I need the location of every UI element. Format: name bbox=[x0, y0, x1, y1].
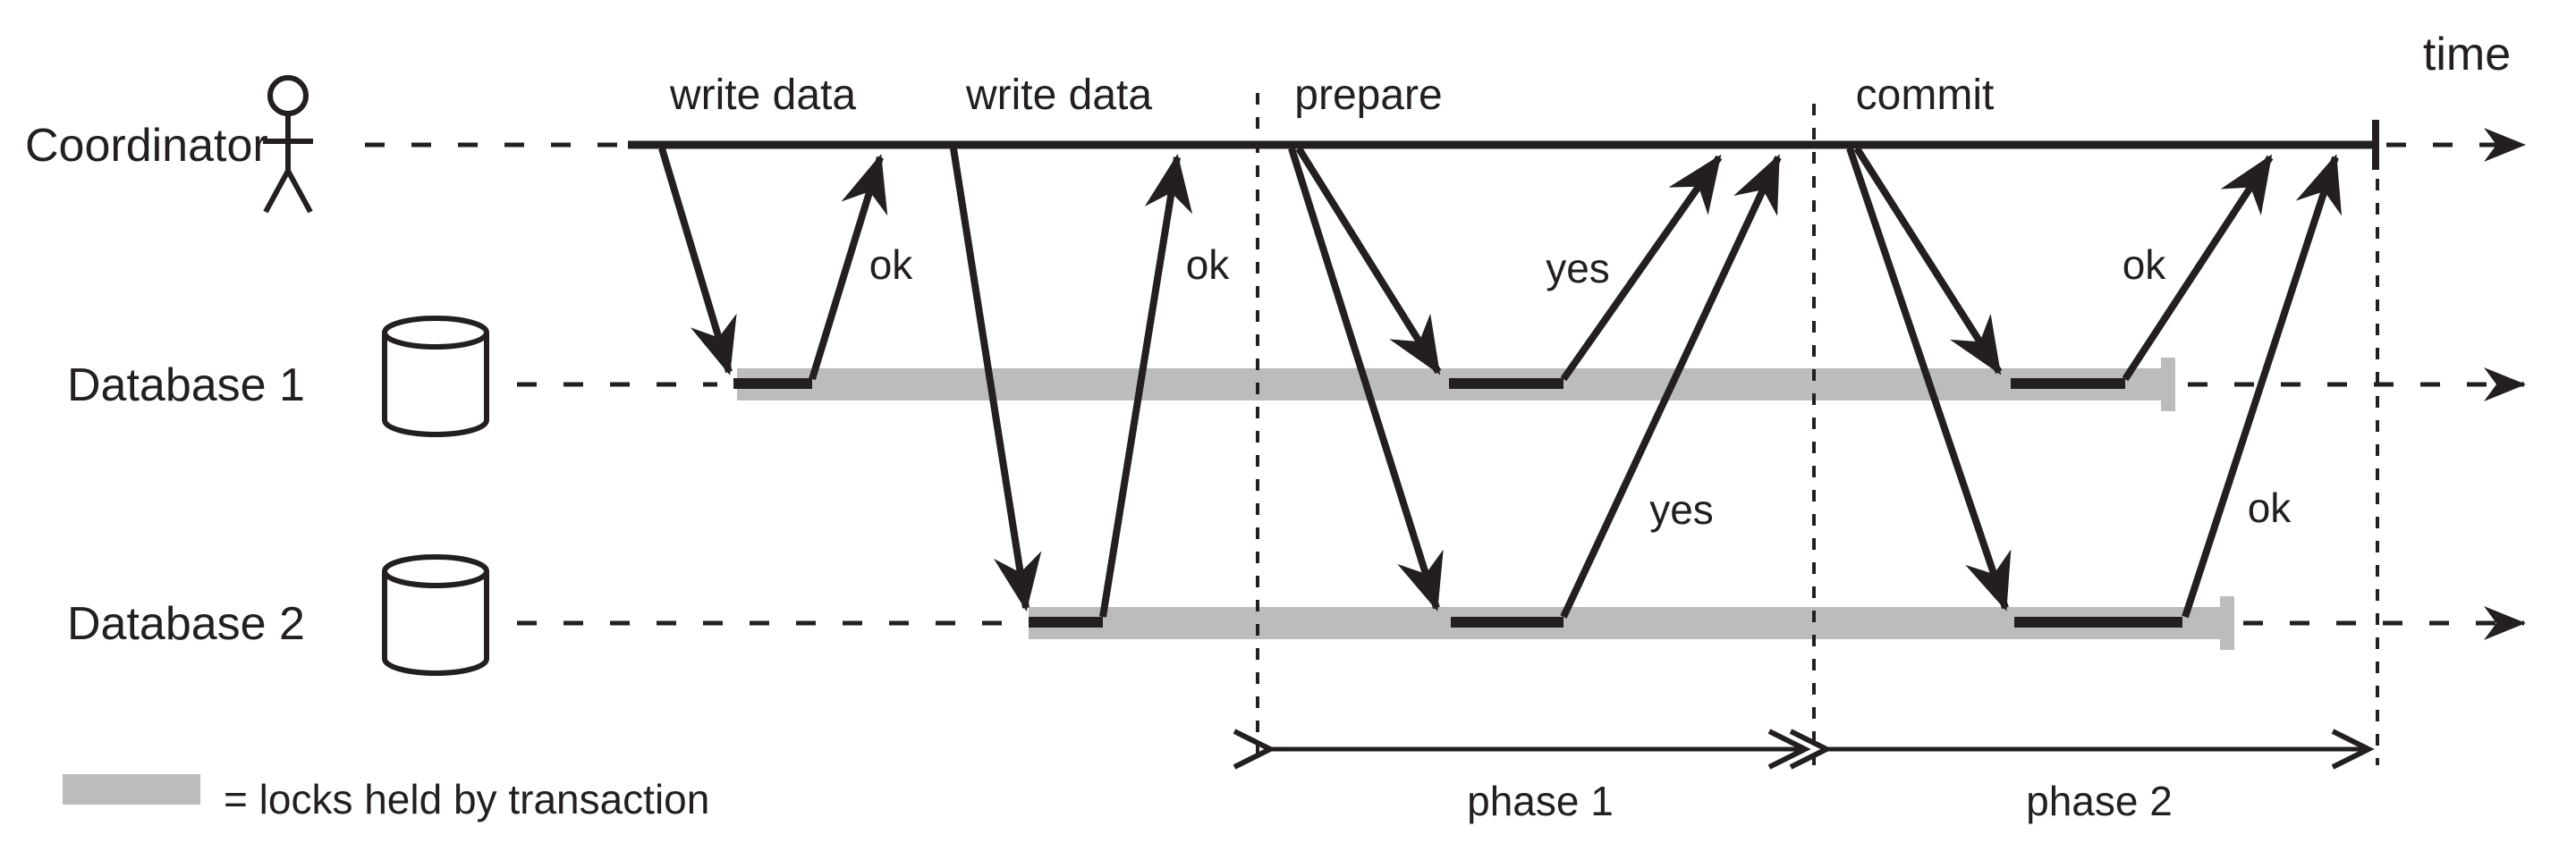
legend-lock-swatch bbox=[63, 774, 200, 805]
prepare-reply-db2-label: yes bbox=[1649, 486, 1714, 533]
commit-request-label: commit bbox=[1856, 72, 1995, 119]
write2-reply-arrow bbox=[1099, 154, 1193, 618]
prepare-reply-db1-label: yes bbox=[1546, 245, 1610, 291]
prepare-request-arrow-db1 bbox=[1295, 146, 1442, 375]
database1-label: Database 1 bbox=[67, 359, 305, 411]
commit-reply-arrow-db2 bbox=[2182, 154, 2343, 619]
write1-request-label: write data bbox=[669, 72, 856, 119]
prepare-reply-arrow-db2 bbox=[1560, 154, 1782, 619]
phase1-label: phase 1 bbox=[1467, 778, 1614, 824]
write2-reply-label: ok bbox=[1186, 241, 1231, 288]
write1-request-arrow bbox=[658, 147, 737, 375]
legend-text: = locks held by transaction bbox=[224, 776, 709, 822]
write1-reply-arrow bbox=[809, 154, 888, 381]
time-axis-label: time bbox=[2423, 29, 2511, 80]
lock-release-tick-db2 bbox=[2220, 596, 2234, 650]
prepare-request-label: prepare bbox=[1294, 72, 1442, 119]
person-icon bbox=[263, 75, 313, 214]
prepare-request-arrow-db2 bbox=[1288, 147, 1444, 611]
prepare-reply-arrow-db1 bbox=[1560, 154, 1723, 382]
commit-reply-db1-label: ok bbox=[2123, 241, 2167, 288]
commit-reply-db2-label: ok bbox=[2248, 485, 2292, 531]
diagram-linework bbox=[263, 75, 2526, 770]
database-cylinder-icon bbox=[382, 316, 489, 437]
commit-reply-arrow-db1 bbox=[2122, 154, 2274, 382]
commit-request-arrow-db1 bbox=[1853, 146, 2003, 375]
phase2-label: phase 2 bbox=[2026, 778, 2173, 824]
lock-release-tick-db1 bbox=[2161, 358, 2175, 411]
database-cylinder-icon bbox=[382, 554, 489, 676]
coordinator-label: Coordinator bbox=[25, 120, 268, 172]
diagram-labels: Coordinator Database 1 Database 2 time w… bbox=[25, 29, 2511, 824]
commit-request-arrow-db2 bbox=[1846, 147, 2012, 611]
database2-label: Database 2 bbox=[67, 598, 305, 650]
write1-reply-label: ok bbox=[869, 241, 914, 288]
write2-request-label: write data bbox=[965, 72, 1152, 119]
write2-request-arrow bbox=[950, 148, 1042, 611]
